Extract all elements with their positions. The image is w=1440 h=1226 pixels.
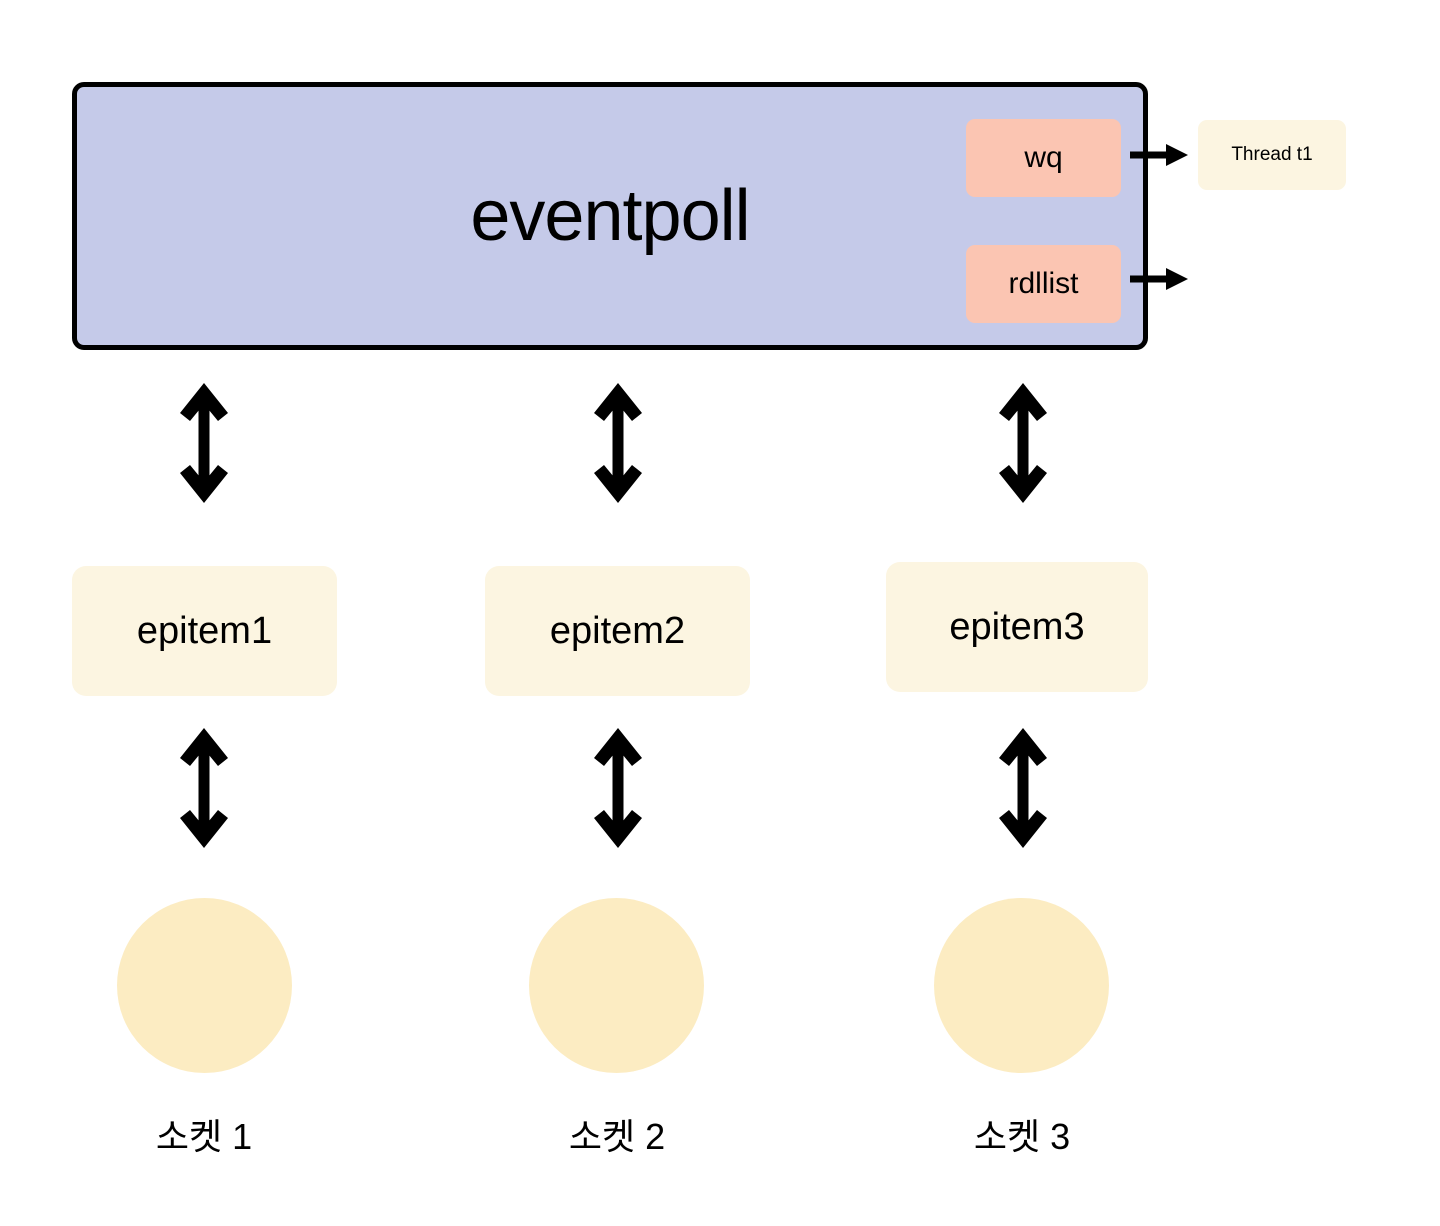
field-wq-label: wq <box>1024 141 1063 174</box>
socket-label-2: 소켓 2 <box>568 1116 666 1157</box>
socket-circle-3 <box>934 898 1109 1073</box>
arrow-eventpoll-epitem2 <box>594 383 642 503</box>
epitem-box-2: epitem2 <box>485 566 750 696</box>
field-wq: wq <box>966 119 1121 197</box>
field-rdllist: rdllist <box>966 245 1121 323</box>
arrow-wq-to-thread <box>1130 144 1188 166</box>
epitem-label-1: epitem1 <box>136 609 273 652</box>
socket-circle-1 <box>117 898 292 1073</box>
thread-box: Thread t1 <box>1198 120 1346 190</box>
epitem-box-3: epitem3 <box>886 562 1148 692</box>
arrow-epitem1-socket1 <box>180 728 228 848</box>
field-rdllist-label: rdllist <box>1008 267 1079 300</box>
arrow-epitem3-socket3 <box>999 728 1047 848</box>
arrow-rdllist-out <box>1130 268 1188 290</box>
epitem-label-3: epitem3 <box>949 605 1085 648</box>
thread-label: Thread t1 <box>1231 144 1313 165</box>
epitem-box-1: epitem1 <box>72 566 337 696</box>
socket-label-1: 소켓 1 <box>155 1116 253 1157</box>
arrow-eventpoll-epitem3 <box>999 383 1047 503</box>
epitem-label-2: epitem2 <box>549 609 686 652</box>
socket-circle-2 <box>529 898 704 1073</box>
arrow-epitem2-socket2 <box>594 728 642 848</box>
socket-label-3: 소켓 3 <box>973 1116 1071 1157</box>
eventpoll-box: eventpoll wq rdllist <box>72 82 1148 350</box>
arrow-eventpoll-epitem1 <box>180 383 228 503</box>
